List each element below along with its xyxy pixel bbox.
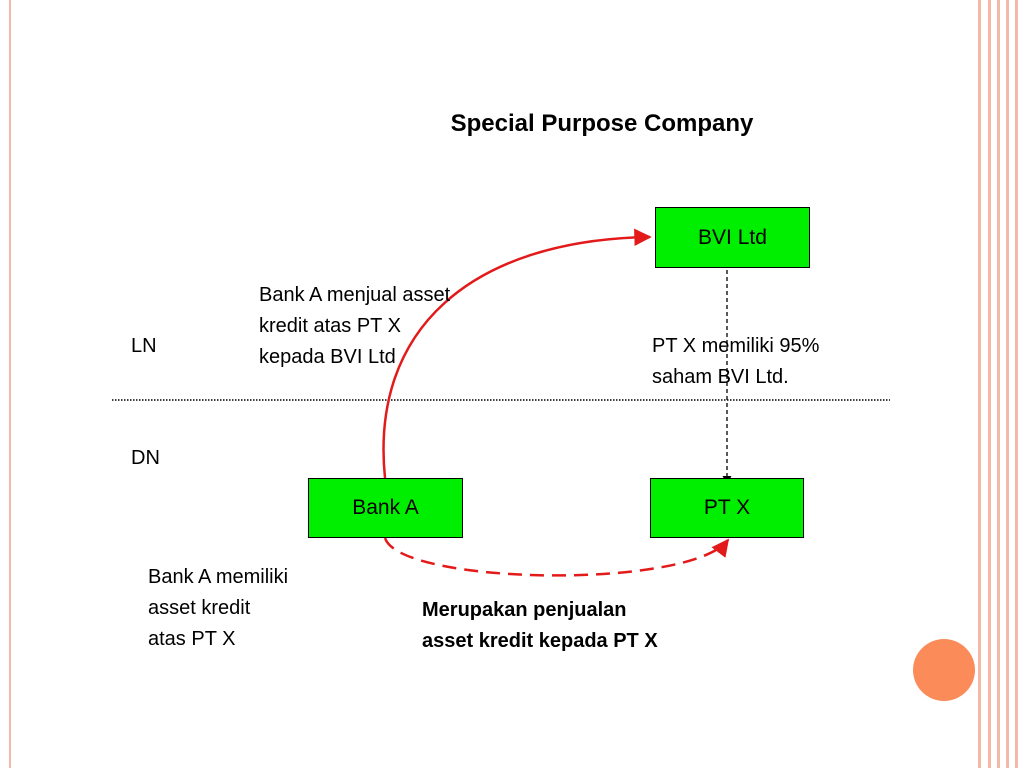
right-border-stripes [978,0,1018,768]
region-label-dn: DN [131,447,160,469]
note-bank-holds: Bank A memiliki asset kredit atas PT X [148,566,289,650]
entity-box-bvi: BVI Ltd [655,207,810,268]
note-sale-to-bvi: Bank A menjual asset kredit atas PT X ke… [259,284,451,368]
entity-box-ptx: PT X [650,478,804,538]
entity-box-bank: Bank A [308,478,463,538]
entity-label-bank: Bank A [352,496,419,519]
sale-arrow [382,228,652,479]
slide-title: Special Purpose Company [450,110,754,137]
note-conclusion: Merupakan penjualan asset kredit kepada … [422,599,658,652]
orange-dot-decoration [913,639,975,701]
effective-sale-arrow [383,537,730,577]
note-ownership: PT X memiliki 95% saham BVI Ltd. [652,335,820,388]
entity-label-bvi: BVI Ltd [698,225,767,249]
region-label-ln: LN [131,335,157,357]
entity-label-ptx: PT X [703,496,751,519]
